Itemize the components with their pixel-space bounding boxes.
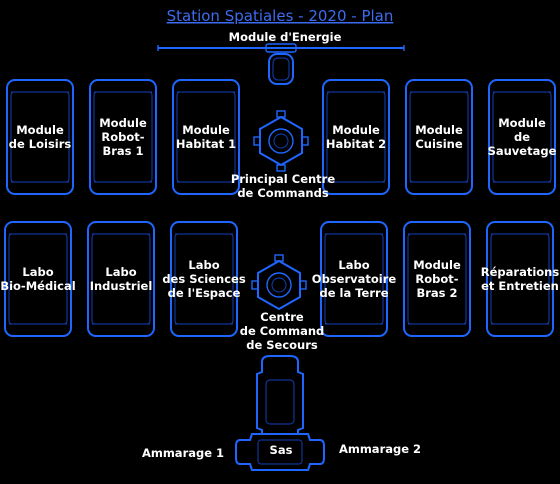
module-sauvetage-label-2: de [514,130,530,144]
module-reparations-label-2: et Entretien [481,279,559,293]
module-labo-bio-label-1: Labo [22,265,53,279]
module-robot-bras-2-label-3: Bras 2 [416,286,457,300]
module-habitat-2-label-2: Habitat 2 [326,137,386,151]
module-robot-bras-2-label-1: Module [413,258,461,272]
principal-center-hub[interactable] [253,110,309,172]
module-sauvetage-label-3: Sauvetage [488,144,557,158]
module-cuisine-label-1: Module [415,123,463,137]
module-labo-observatoire-label-3: de la Terre [320,286,389,300]
module-labo-sciences-label-1: Labo [188,258,219,272]
lower-corridor-module[interactable] [256,355,304,435]
airlock[interactable] [235,433,325,471]
module-labo-observatoire-label-2: Observatoire [312,272,397,286]
principal-center-label-1: Principal Centre [231,172,336,186]
airlock-label: Sas [270,443,293,457]
module-reparations-label-1: Réparations [481,265,560,279]
module-labo-bio-label-2: Bio-Médical [0,279,75,293]
module-robot-bras-1-label-2: Robot- [101,130,144,144]
module-labo-industriel-label-1: Labo [105,265,136,279]
backup-center-label-3: de Secours [246,338,318,352]
module-labo-observatoire-label-1: Labo [338,258,369,272]
power-module-label: Module d'Energie [229,30,342,44]
power-module[interactable] [157,43,405,85]
page-title-link[interactable]: Station Spatiales - 2020 - Plan [167,7,394,25]
module-robot-bras-1-label-1: Module [99,116,147,130]
backup-center-hub[interactable] [251,254,307,311]
module-habitat-1-label-2: Habitat 1 [176,137,236,151]
module-loisirs-label-1: Module [16,123,64,137]
module-habitat-2-label-1: Module [332,123,380,137]
module-robot-bras-1-label-3: Bras 1 [102,144,143,158]
backup-center-label-2: de Command [240,324,325,338]
principal-center-label-2: de Commands [237,186,329,200]
module-loisirs-label-2: de Loisirs [9,137,72,151]
module-labo-industriel-label-2: Industriel [90,279,153,293]
docking-2-label: Ammarage 2 [339,442,421,456]
backup-center-label-1: Centre [260,310,304,324]
module-sauvetage-label-1: Module [498,116,546,130]
module-labo-sciences-label-3: de l'Espace [168,286,241,300]
module-cuisine-label-2: Cuisine [415,137,463,151]
module-robot-bras-2-label-2: Robot- [415,272,458,286]
module-habitat-1-label-1: Module [182,123,230,137]
module-labo-sciences-label-2: des Sciences [162,272,246,286]
docking-1-label: Ammarage 1 [142,446,224,460]
